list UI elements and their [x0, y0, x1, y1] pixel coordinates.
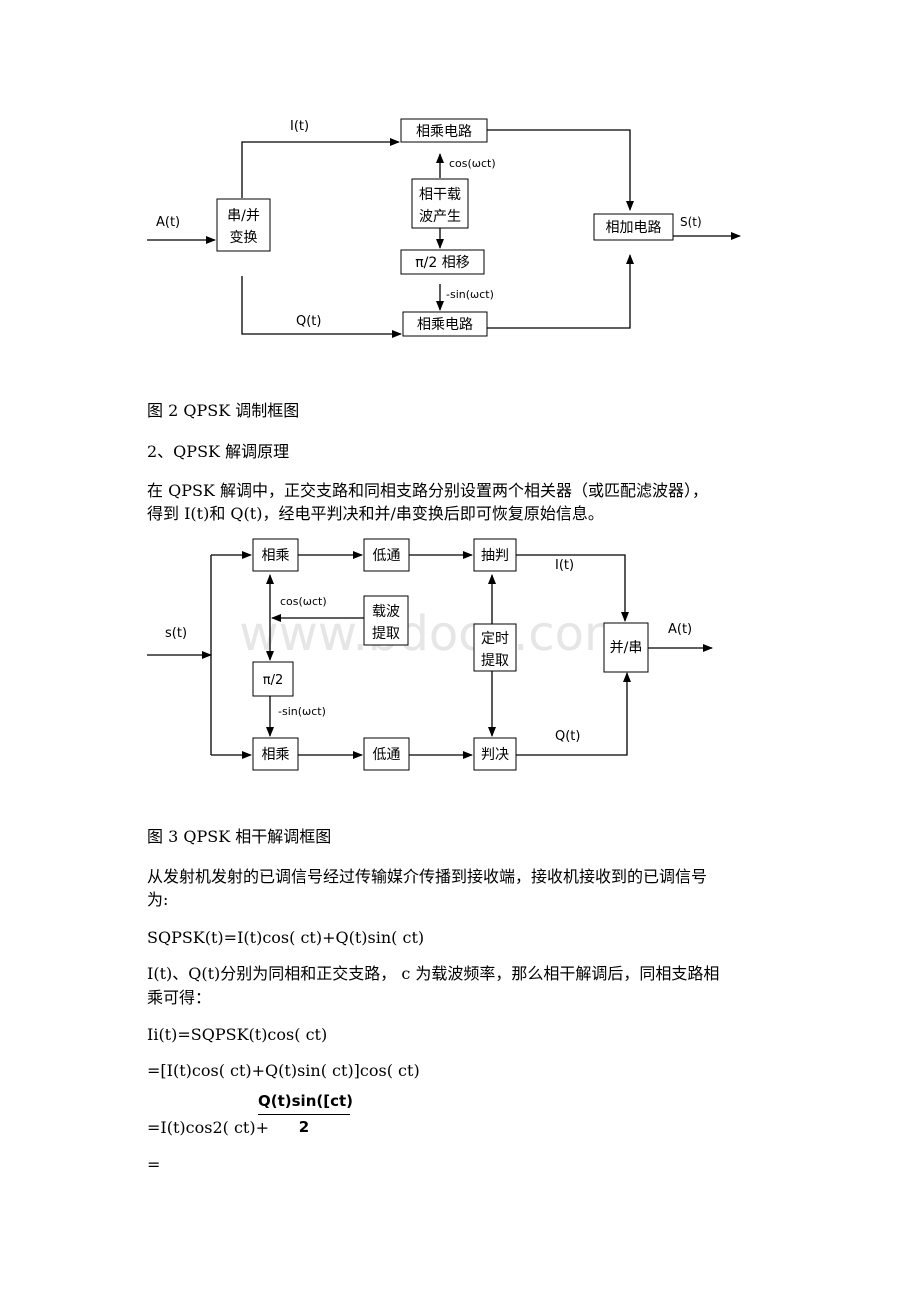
lower-branch-label: Q(t) — [296, 314, 321, 329]
output-label: S(t) — [680, 215, 702, 229]
phase-shift-label: π/2 — [263, 673, 283, 688]
mult-to-adder-top-wire — [487, 129, 634, 211]
carrier-gen-label-1: 相干载 — [419, 187, 461, 203]
mult-bottom-label: 相乘 — [262, 747, 290, 763]
serial-parallel-label-2: 变换 — [230, 229, 258, 246]
input-label: A(t) — [156, 215, 180, 230]
qpsk-demodulation-diagram: www.bdocx.com 相乘 低通 抽判 载波 提取 定时 提取 π/2 相… — [147, 538, 713, 771]
fraction-numerator: Q(t)sin([ct) — [258, 1092, 353, 1115]
i-branch-wire — [516, 554, 629, 622]
decide-bottom-box — [473, 737, 517, 771]
fraction-denominator: 2 — [298, 1118, 310, 1136]
phase-shift-box — [400, 249, 485, 275]
paragraph2-line1: 从发射机发射的已调信号经过传输媒介传播到接收端，接收机接收到的已调信号 — [147, 867, 708, 886]
multiplier-bottom-box — [402, 311, 488, 337]
sample-top-box — [473, 538, 517, 572]
mult-top-box — [252, 538, 299, 572]
equation-expand: =[I(t)cos( ct)+Q(t)sin( ct)]cos( ct) — [147, 1061, 420, 1080]
lpf-bottom-label: 低通 — [373, 747, 401, 763]
mult-bottom-box — [252, 737, 299, 771]
mult-top-label: 相乘 — [262, 548, 290, 564]
lpf-top-box — [363, 538, 410, 572]
fig2-caption: 图 2 QPSK 调制框图 — [147, 401, 300, 420]
section-heading: 2、QPSK 解调原理 — [147, 442, 290, 461]
carrier-ext-label-1: 载波 — [372, 604, 400, 620]
lpf-bottom-box — [363, 737, 410, 771]
watermark: www.bdocx.com — [239, 606, 631, 662]
input-label: s(t) — [165, 626, 187, 641]
q-branch-wire — [516, 672, 631, 756]
timing-ext-label-1: 定时 — [481, 631, 509, 647]
serial-parallel-label-1: 串/并 — [227, 208, 260, 224]
i-branch-label: I(t) — [555, 558, 574, 573]
carrier-gen-box — [411, 178, 469, 229]
phase-shift-label: π/2 相移 — [415, 255, 470, 271]
decide-bottom-label: 判决 — [481, 747, 509, 763]
carrier-gen-label-2: 波产生 — [419, 209, 461, 225]
qpsk-modulation-diagram: 串/并 变换 相乘电路 相干载 波产生 π/2 相移 相乘电路 相加电路 A(t… — [147, 118, 741, 338]
paragraph1-line1: 在 QPSK 解调中，正交支路和同相支路分别设置两个相关器（或匹配滤波器）， — [147, 481, 708, 500]
output-label: A(t) — [668, 622, 692, 637]
cos-signal-label: cos(ωct) — [449, 157, 496, 170]
multiplier-top-box — [400, 118, 488, 143]
multiplier-top-label: 相乘电路 — [416, 124, 472, 140]
equation-cos2-prefix: =I(t)cos2( ct)+ — [147, 1118, 269, 1137]
timing-ext-box — [473, 623, 517, 672]
carrier-ext-label-2: 提取 — [372, 626, 400, 642]
sin-signal-label: -sin(ωct) — [278, 705, 326, 718]
adder-label: 相加电路 — [606, 220, 662, 236]
par-ser-box — [603, 622, 649, 673]
lpf-top-label: 低通 — [373, 548, 401, 564]
q-branch-label: Q(t) — [555, 729, 580, 744]
paragraph2-line2: 为: — [147, 890, 169, 909]
equation-ii: Ii(t)=SQPSK(t)cos( ct) — [147, 1025, 328, 1044]
carrier-ext-box — [363, 595, 409, 646]
phase-shift-box — [252, 661, 294, 697]
cos-signal-label: cos(ωct) — [280, 595, 327, 608]
equation-sqpsk: SQPSK(t)=I(t)cos( ct)+Q(t)sin( ct) — [147, 928, 425, 947]
paragraph3-line2: 乘可得： — [147, 988, 212, 1007]
equation-equals: = — [147, 1155, 161, 1174]
timing-ext-label-2: 提取 — [481, 653, 509, 669]
par-ser-label: 并/串 — [610, 640, 643, 656]
multiplier-bottom-label: 相乘电路 — [417, 317, 473, 333]
upper-branch-label: I(t) — [290, 119, 309, 134]
equation-fraction: Q(t)sin([ct) 2 — [258, 1092, 353, 1136]
paragraph1-line2: 得到 I(t)和 Q(t)，经电平判决和并/串变换后即可恢复原始信息。 — [147, 504, 604, 523]
adder-box — [593, 213, 674, 241]
upper-branch-wire — [241, 138, 400, 198]
fig3-caption: 图 3 QPSK 相干解调框图 — [147, 827, 332, 846]
paragraph3-line1: I(t)、Q(t)分别为同相和正交支路， c 为载波频率，那么相干解调后，同相支… — [147, 964, 720, 983]
sin-signal-label: -sin(ωct) — [446, 288, 494, 301]
mult-to-adder-bottom-wire — [487, 254, 634, 329]
lower-branch-wire — [241, 276, 402, 338]
sample-top-label: 抽判 — [481, 548, 509, 564]
serial-parallel-box — [216, 198, 271, 252]
